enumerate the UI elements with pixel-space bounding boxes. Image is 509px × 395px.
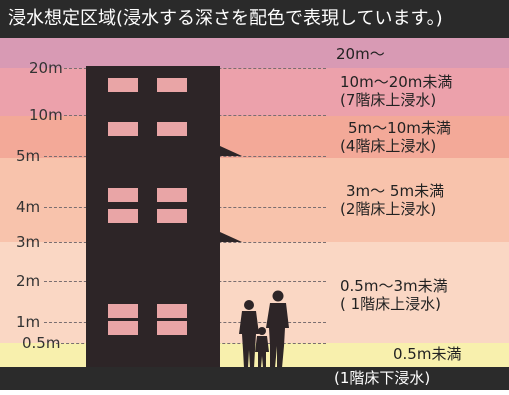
balcony-ledge-2f — [220, 232, 242, 242]
building-silhouette — [86, 66, 220, 367]
band-20m-plus — [0, 38, 509, 68]
level-label-20m: 20m — [29, 59, 63, 77]
footer-bar — [0, 367, 509, 390]
level-label-4m: 4m — [16, 198, 41, 216]
window — [108, 209, 138, 223]
category-note-0-5-3m: ( 1階床上浸水) — [340, 295, 442, 313]
category-note-5-10m: (4階床上浸水) — [340, 137, 437, 155]
category-note-10-20m: (7階床上浸水) — [340, 91, 437, 109]
people-silhouette — [239, 290, 289, 368]
category-range-5-10m: 5m〜10m未満 — [348, 119, 451, 137]
window — [157, 188, 187, 202]
page-title: 浸水想定区域(浸水する深さを配色で表現しています。) — [0, 0, 509, 38]
window — [108, 188, 138, 202]
level-label-0-5m: 0.5m — [22, 334, 61, 352]
category-range-20m-plus: 20m〜 — [336, 45, 385, 63]
level-label-5m: 5m — [16, 147, 41, 165]
band-5-10m — [0, 116, 509, 158]
window — [108, 78, 138, 92]
category-range-0-5-3m: 0.5m〜3m未満 — [340, 277, 448, 295]
window — [108, 304, 138, 318]
window — [157, 78, 187, 92]
level-label-10m: 10m — [29, 106, 63, 124]
window — [108, 321, 138, 335]
level-label-2m: 2m — [16, 272, 41, 290]
level-label-1m: 1m — [16, 313, 41, 331]
window — [157, 209, 187, 223]
category-note-3-5m: (2階床上浸水) — [340, 200, 437, 218]
window — [157, 122, 187, 136]
window — [157, 304, 187, 318]
category-range-3-5m: 3m〜 5m未満 — [346, 182, 445, 200]
category-range-10-20m: 10m〜20m未満 — [340, 73, 453, 91]
category-range-below-0-5m: 0.5m未満 — [393, 345, 462, 363]
window — [157, 321, 187, 335]
balcony-ledge-4f — [220, 146, 242, 156]
window — [108, 122, 138, 136]
level-label-3m: 3m — [16, 233, 41, 251]
band-3-5m — [0, 158, 509, 242]
band-10-20m — [0, 68, 509, 116]
category-note-below-0-5m: (1階床下浸水) — [334, 369, 431, 387]
